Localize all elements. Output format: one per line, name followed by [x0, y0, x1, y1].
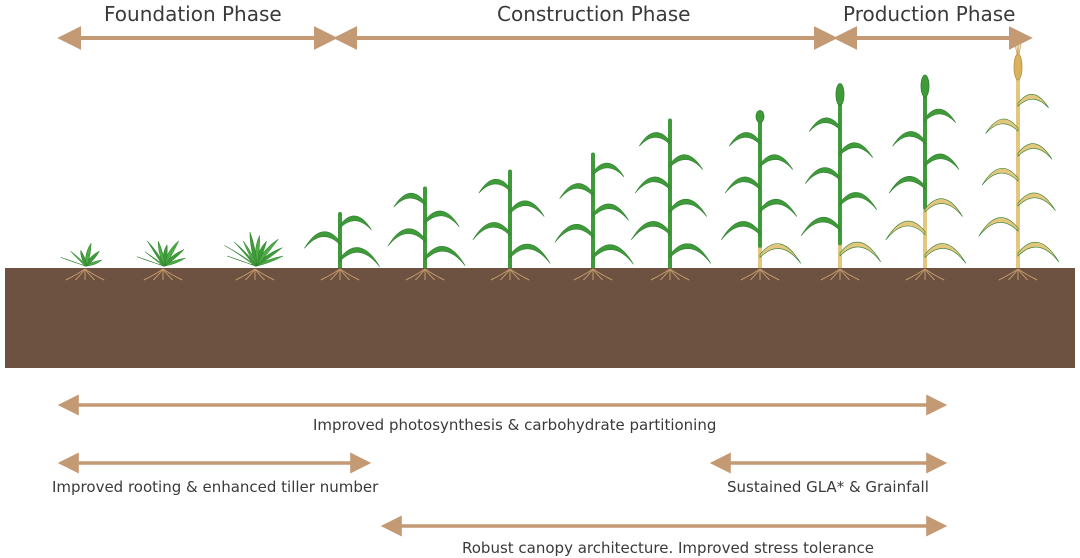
- benefit-arrows: [57, 394, 948, 537]
- plant-stage-4: [304, 212, 380, 270]
- plant-stage-3: [224, 232, 284, 267]
- roots-stage-8: [650, 268, 690, 281]
- roots-stage-6: [490, 268, 530, 281]
- roots-stage-2: [143, 268, 183, 281]
- plant-stage-7: [554, 152, 634, 270]
- roots-stage-9: [740, 268, 780, 281]
- roots-stage-5: [405, 268, 445, 281]
- plant-stage-6: [472, 169, 551, 270]
- plant-stage-12: [978, 43, 1060, 270]
- phase-label-production: Production Phase: [843, 2, 1016, 26]
- plant-stage-10: [800, 83, 882, 270]
- soil-band: [5, 268, 1075, 368]
- roots-stage-4: [320, 268, 360, 281]
- benefit-label-gla: Sustained GLA* & Grainfall: [727, 478, 929, 496]
- roots-stage-11: [905, 268, 945, 281]
- plant-stage-2: [136, 240, 186, 267]
- roots-stage-7: [573, 268, 613, 281]
- roots-stage-12: [998, 268, 1038, 281]
- phase-label-construction: Construction Phase: [497, 2, 691, 26]
- plant-stage-8: [630, 118, 712, 270]
- benefit-label-canopy: Robust canopy architecture. Improved str…: [462, 539, 874, 557]
- roots-stage-3: [235, 268, 275, 281]
- plant-stage-5: [387, 186, 466, 270]
- plant-growth-stages: [60, 43, 1060, 270]
- plant-stage-9: [720, 110, 802, 270]
- roots-stage-1: [65, 268, 105, 281]
- plant-roots: [65, 268, 1038, 281]
- phase-label-foundation: Foundation Phase: [104, 2, 282, 26]
- plant-stage-11: [885, 74, 967, 270]
- benefit-label-rooting: Improved rooting & enhanced tiller numbe…: [52, 478, 379, 496]
- benefit-label-photosynthesis: Improved photosynthesis & carbohydrate p…: [313, 416, 717, 434]
- plant-stage-1: [60, 242, 103, 267]
- roots-stage-10: [820, 268, 860, 281]
